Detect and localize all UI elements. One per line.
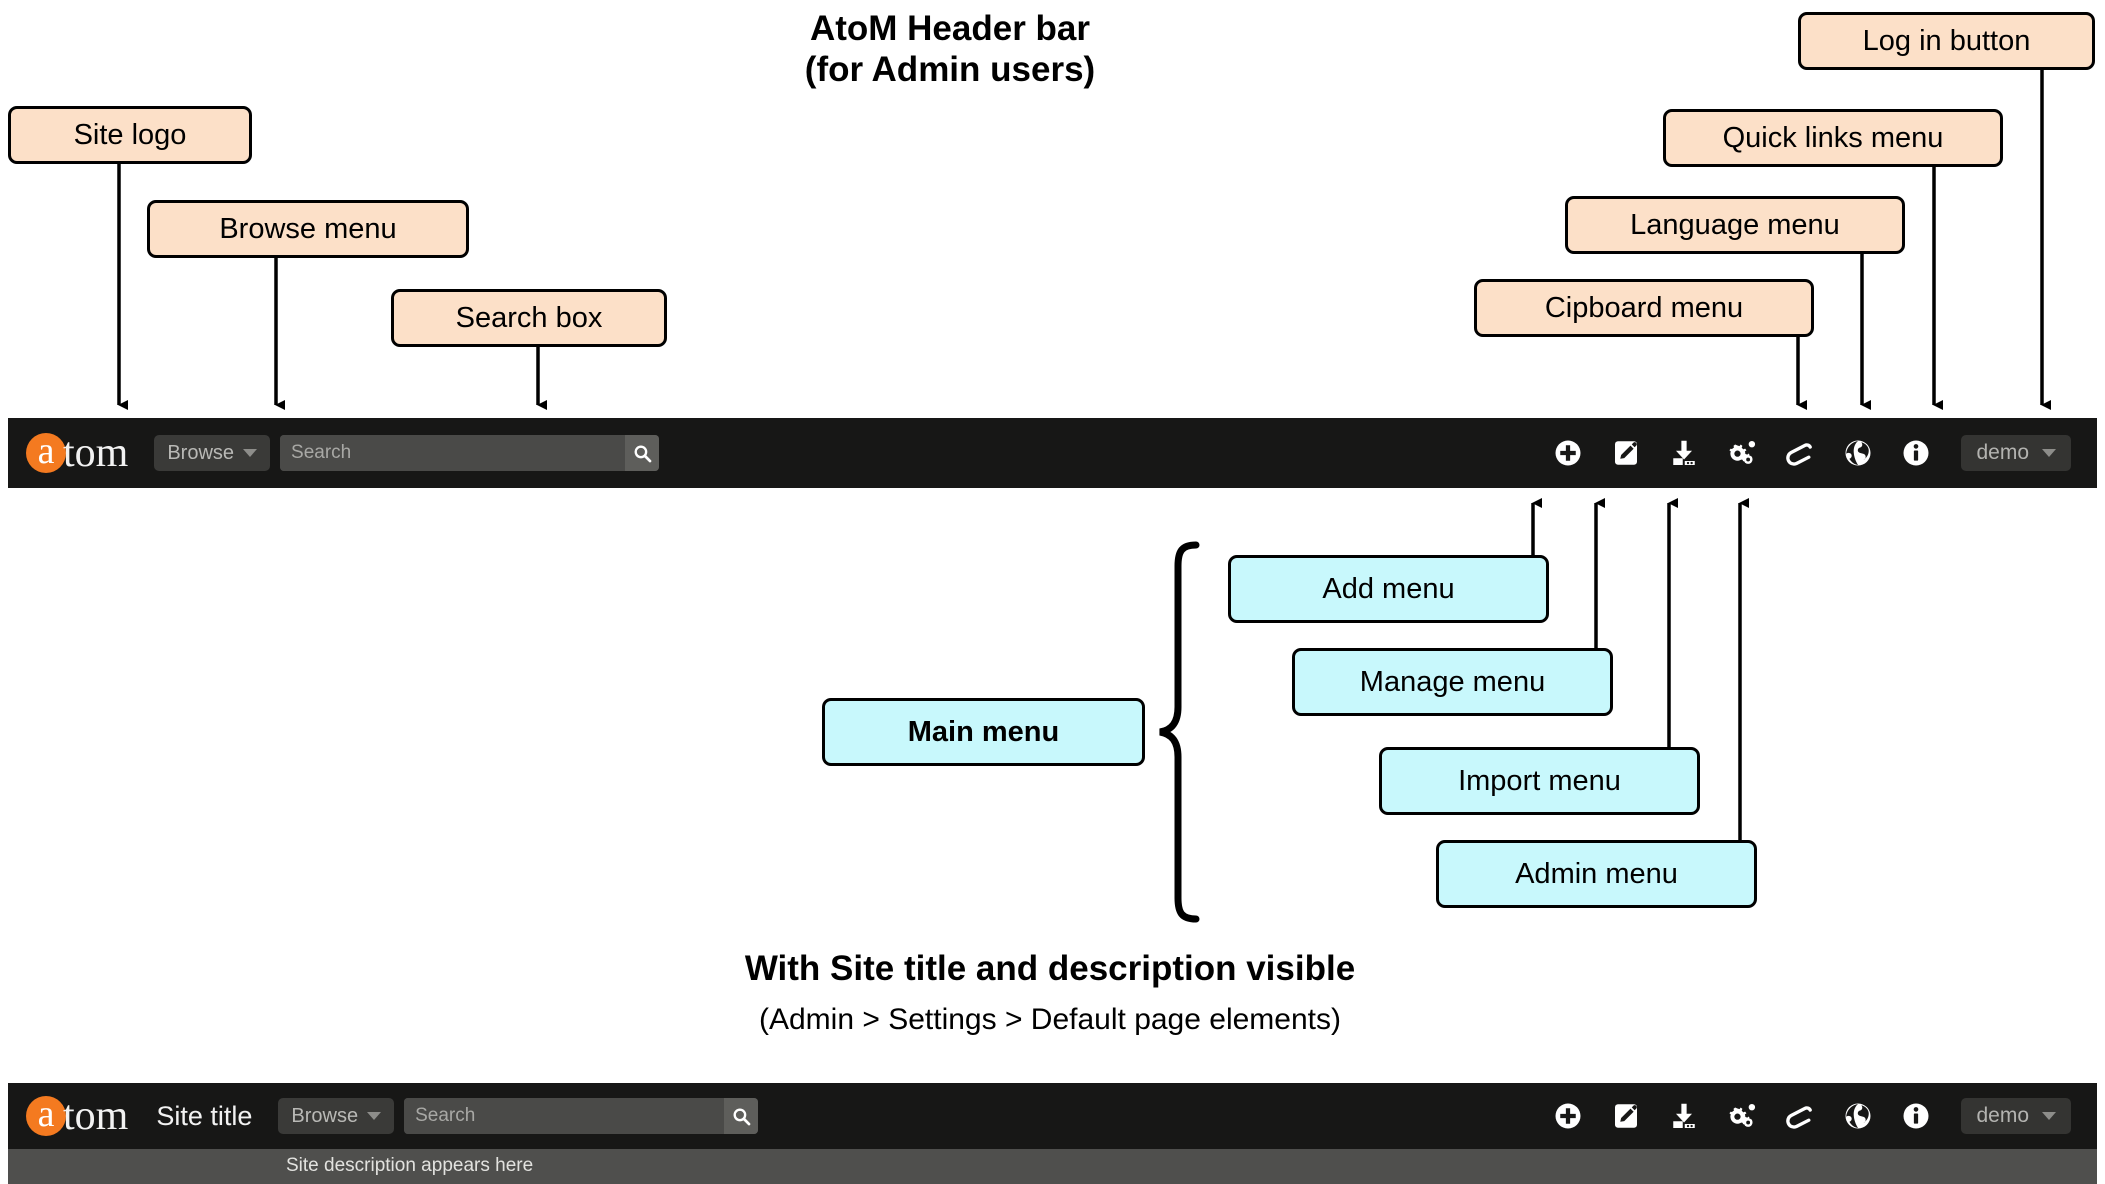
callout-import-menu: Import menu bbox=[1379, 747, 1700, 815]
callout-admin-menu-label: Admin menu bbox=[1515, 857, 1678, 890]
language-globe-icon[interactable] bbox=[1841, 1099, 1875, 1133]
callout-login-button-label: Log in button bbox=[1862, 24, 2031, 57]
browse-menu-label: Browse bbox=[291, 1104, 359, 1127]
user-menu-button[interactable]: demo bbox=[1961, 1098, 2071, 1134]
user-menu-label: demo bbox=[1976, 1104, 2029, 1127]
callout-main-menu: Main menu bbox=[822, 698, 1145, 766]
chevron-down-icon bbox=[367, 1112, 382, 1120]
callout-browse-menu: Browse menu bbox=[147, 200, 469, 258]
bottom-section-subtitle: (Admin > Settings > Default page element… bbox=[759, 1003, 1341, 1036]
main-menu-brace bbox=[1159, 541, 1200, 923]
site-title: Site title bbox=[156, 1100, 253, 1131]
callout-browse-menu-label: Browse menu bbox=[219, 212, 397, 245]
browse-menu-label: Browse bbox=[167, 441, 235, 464]
search-submit-button[interactable] bbox=[724, 1098, 759, 1134]
admin-gears-icon[interactable] bbox=[1725, 436, 1759, 470]
browse-menu-button[interactable]: Browse bbox=[154, 435, 271, 471]
main-menu-icons bbox=[1551, 1099, 1933, 1133]
bottom-section-title: With Site title and description visible bbox=[744, 949, 1356, 988]
quick-links-info-icon[interactable] bbox=[1899, 1099, 1933, 1133]
manage-edit-icon[interactable] bbox=[1609, 436, 1643, 470]
site-description-bar: Site description appears here bbox=[8, 1149, 2097, 1184]
page-title: AtoM Header bar (for Admin users) bbox=[804, 9, 1096, 90]
callout-add-menu-label: Add menu bbox=[1322, 572, 1455, 605]
site-description-text: Site description appears here bbox=[286, 1155, 534, 1176]
callout-quick-links-menu: Quick links menu bbox=[1663, 109, 2003, 167]
language-globe-icon[interactable] bbox=[1841, 436, 1875, 470]
callout-clipboard-menu-label: Cipboard menu bbox=[1544, 291, 1744, 324]
import-download-icon[interactable] bbox=[1667, 436, 1701, 470]
logo-tom-text: tom bbox=[63, 1093, 129, 1139]
callout-login-button: Log in button bbox=[1798, 12, 2095, 70]
callout-add-menu: Add menu bbox=[1228, 555, 1549, 623]
user-menu-button[interactable]: demo bbox=[1961, 435, 2071, 471]
import-download-icon[interactable] bbox=[1667, 1099, 1701, 1133]
chevron-down-icon bbox=[2042, 449, 2056, 457]
admin-gears-icon[interactable] bbox=[1725, 1099, 1759, 1133]
browse-menu-button[interactable]: Browse bbox=[278, 1098, 395, 1134]
search-input[interactable] bbox=[280, 435, 626, 471]
callout-site-logo: Site logo bbox=[8, 106, 252, 164]
atom-header-bar-bottom: a tom Site title Browse bbox=[8, 1083, 2097, 1149]
callout-main-menu-label: Main menu bbox=[907, 715, 1060, 748]
callout-quick-links-menu-label: Quick links menu bbox=[1722, 121, 1944, 154]
callout-admin-menu: Admin menu bbox=[1436, 840, 1757, 908]
search-icon bbox=[733, 1108, 750, 1125]
callout-import-menu-label: Import menu bbox=[1458, 764, 1621, 797]
logo-a-glyph: a bbox=[26, 1095, 66, 1136]
logo-a-glyph: a bbox=[26, 432, 66, 473]
clipboard-paperclip-icon[interactable] bbox=[1783, 436, 1817, 470]
logo-tom-text: tom bbox=[63, 430, 129, 476]
atom-header-bar-top: a tom Browse bbox=[8, 418, 2097, 488]
callout-manage-menu-label: Manage menu bbox=[1359, 665, 1546, 698]
callout-clipboard-menu: Cipboard menu bbox=[1474, 279, 1814, 337]
add-icon[interactable] bbox=[1551, 436, 1585, 470]
site-logo[interactable]: a tom bbox=[26, 1092, 128, 1140]
callout-site-logo-label: Site logo bbox=[73, 118, 187, 151]
callout-language-menu-label: Language menu bbox=[1630, 208, 1840, 241]
clipboard-paperclip-icon[interactable] bbox=[1783, 1099, 1817, 1133]
search-box[interactable] bbox=[404, 1098, 759, 1134]
callout-search-box-label: Search box bbox=[455, 301, 603, 334]
search-icon bbox=[634, 445, 651, 462]
chevron-down-icon bbox=[243, 449, 258, 457]
quick-links-info-icon[interactable] bbox=[1899, 436, 1933, 470]
search-submit-button[interactable] bbox=[625, 435, 660, 471]
manage-edit-icon[interactable] bbox=[1609, 1099, 1643, 1133]
chevron-down-icon bbox=[2042, 1112, 2056, 1120]
callout-language-menu: Language menu bbox=[1565, 196, 1905, 254]
search-input[interactable] bbox=[404, 1098, 725, 1134]
main-menu-icons bbox=[1551, 436, 1933, 470]
add-icon[interactable] bbox=[1551, 1099, 1585, 1133]
search-box[interactable] bbox=[280, 435, 660, 471]
user-menu-label: demo bbox=[1976, 441, 2029, 464]
callout-manage-menu: Manage menu bbox=[1292, 648, 1613, 716]
site-logo[interactable]: a tom bbox=[26, 429, 128, 477]
callout-search-box: Search box bbox=[391, 289, 667, 347]
